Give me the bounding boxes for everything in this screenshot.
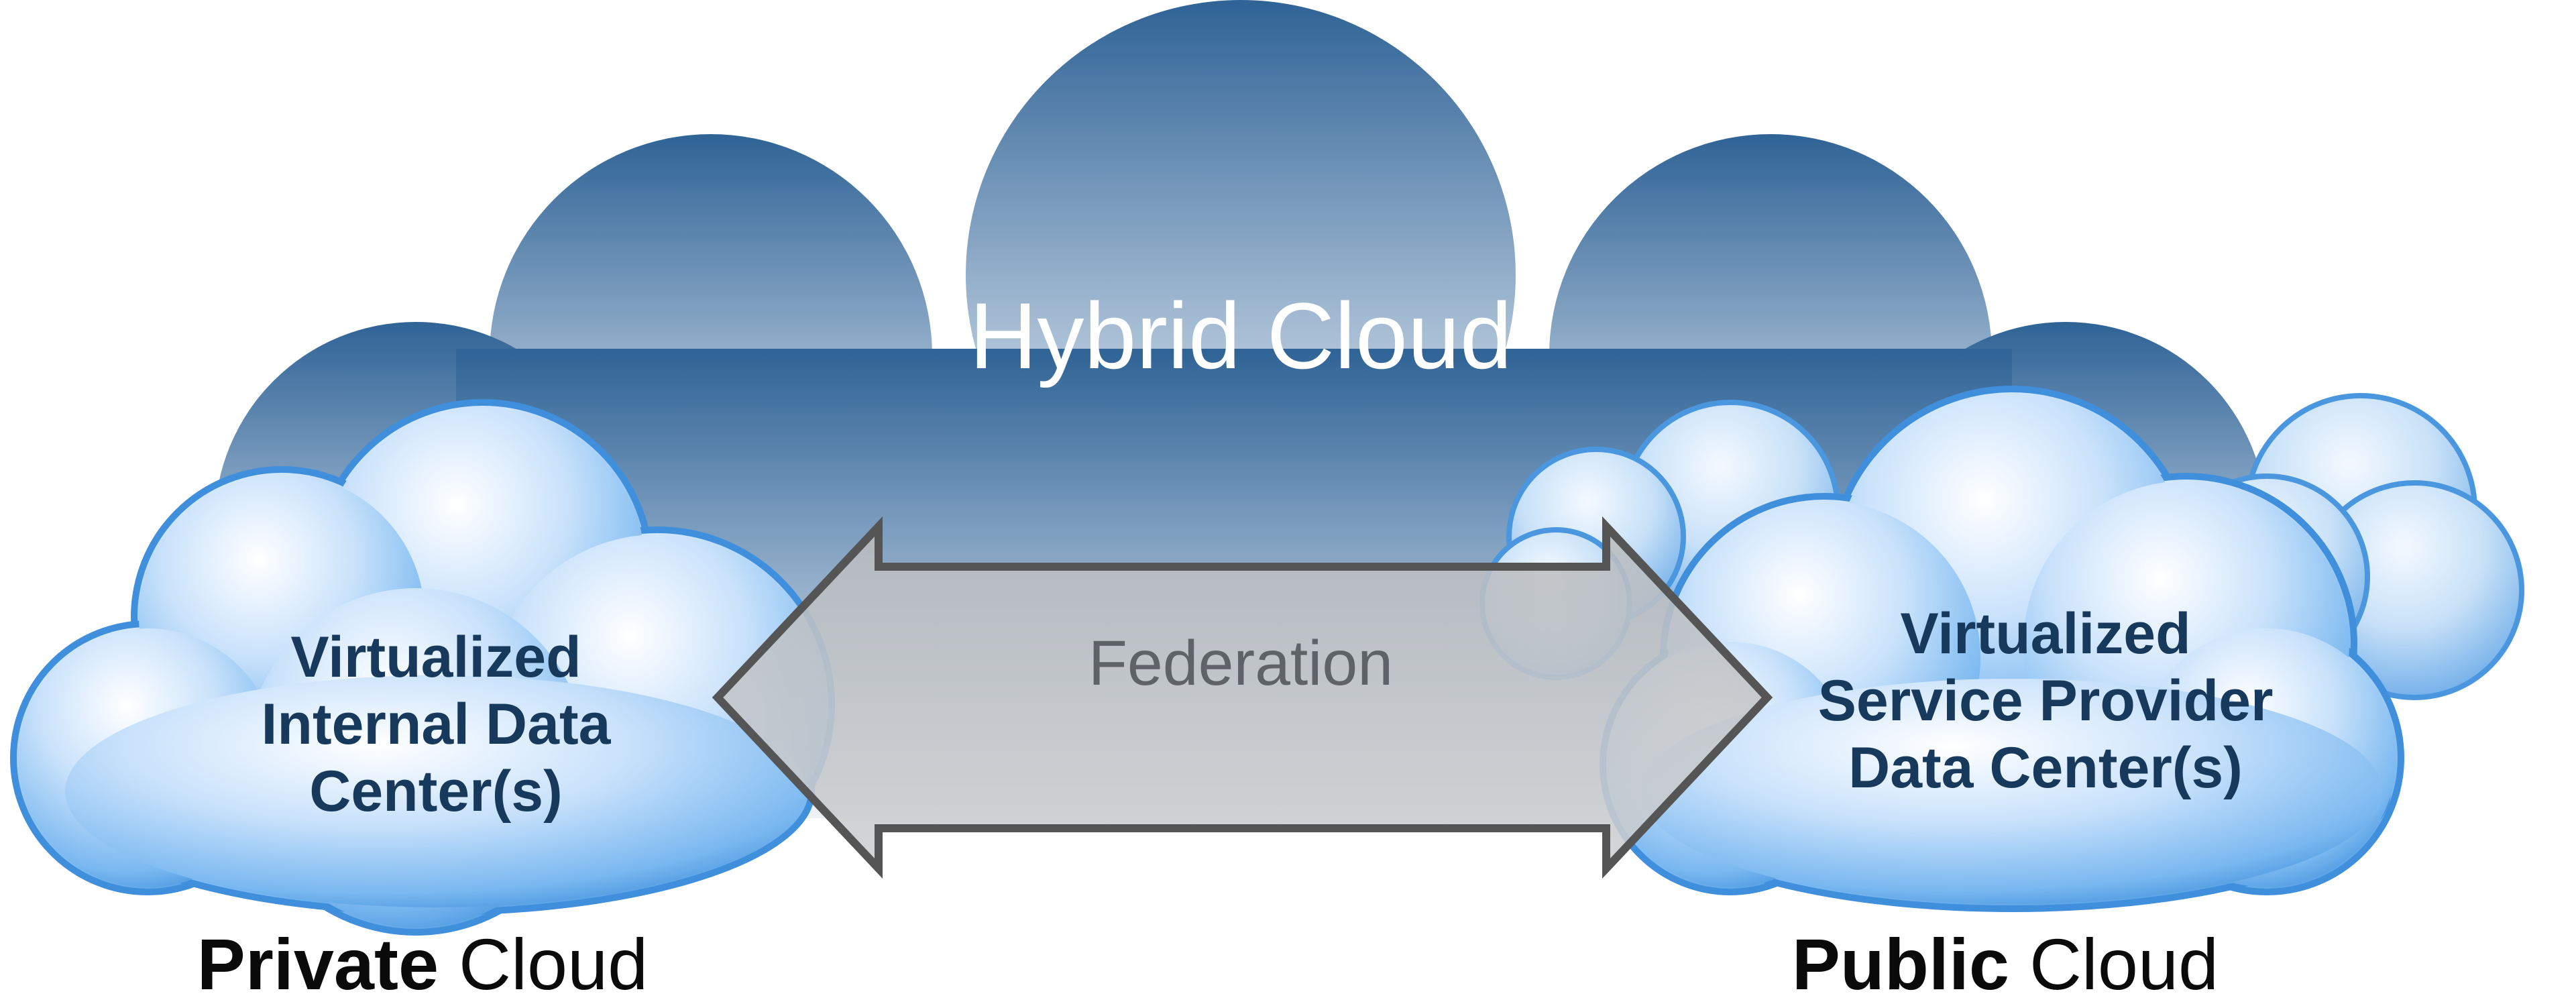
public-cloud-label: Virtualized Service Provider Data Center… [1710, 600, 2381, 801]
private-cloud-fill [18, 407, 827, 928]
private-cloud-caption: Private Cloud [121, 922, 724, 1006]
private-cloud-line-3: Center(s) [309, 759, 563, 824]
public-cloud-caption: Public Cloud [1703, 922, 2307, 1006]
public-cloud-line-2: Service Provider [1817, 669, 2274, 733]
private-cloud-label: Virtualized Internal Data Center(s) [134, 624, 738, 825]
private-caption-strong: Private [197, 923, 439, 1005]
public-cloud-fill [1608, 394, 2396, 904]
private-cloud-line-2: Internal Data [261, 692, 611, 757]
public-caption-rest: Cloud [2029, 923, 2219, 1005]
public-caption-strong: Public [1791, 923, 2009, 1005]
federation-arrow [712, 516, 1773, 879]
private-cloud-line-1: Virtualized [290, 625, 581, 689]
public-cloud-line-1: Virtualized [1900, 602, 2191, 666]
private-caption-rest: Cloud [459, 923, 649, 1005]
public-cloud-line-3: Data Center(s) [1848, 736, 2243, 800]
hybrid-cloud-title: Hybrid Cloud [969, 283, 1512, 388]
federation-label: Federation [1088, 628, 1394, 699]
